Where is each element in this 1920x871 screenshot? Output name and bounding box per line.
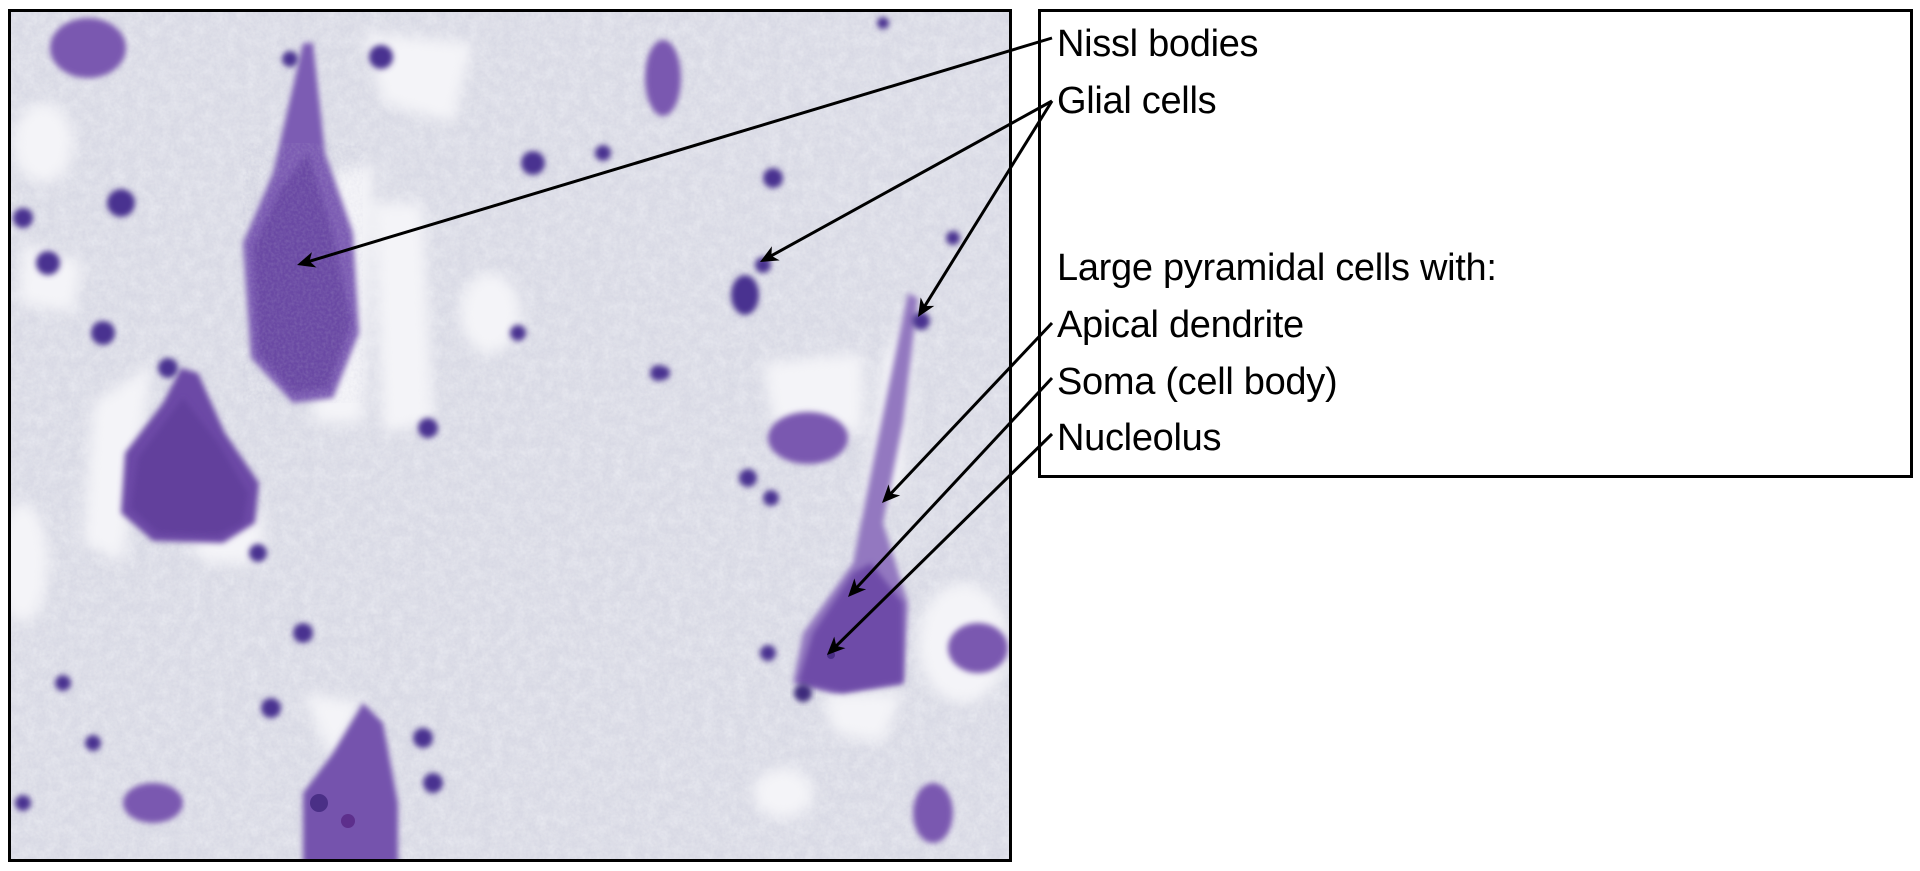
micrograph-image (8, 9, 1012, 862)
label-pyramidal-header: Large pyramidal cells with: (1057, 247, 1497, 289)
label-apical-dendrite: Apical dendrite (1057, 304, 1304, 346)
pyramidal-neuron-lower-left (121, 368, 259, 543)
annotation-box (1038, 9, 1913, 478)
label-nucleolus: Nucleolus (1057, 417, 1222, 459)
pyramidal-neuron-bottom (303, 703, 398, 859)
label-glial-cells: Glial cells (1057, 80, 1217, 122)
label-soma: Soma (cell body) (1057, 361, 1338, 403)
label-nissl-bodies: Nissl bodies (1057, 23, 1259, 65)
tissue-illustration (11, 12, 1009, 859)
